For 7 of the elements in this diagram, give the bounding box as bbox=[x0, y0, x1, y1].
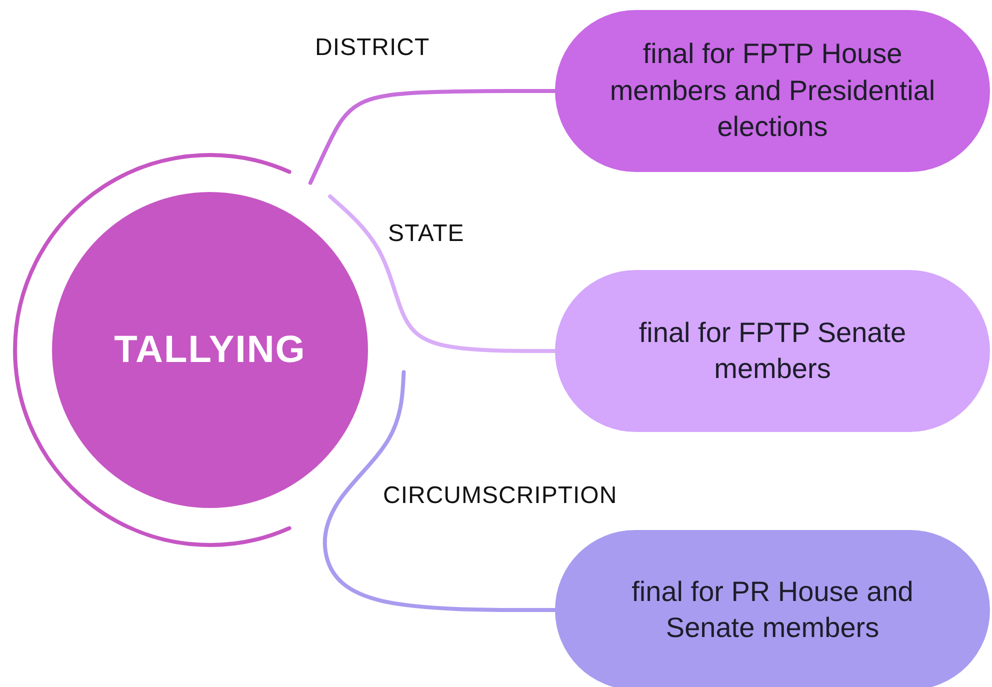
result-text: final for FPTP Senate members bbox=[638, 316, 908, 386]
connector-line bbox=[308, 89, 557, 185]
hub-title: TALLYING bbox=[114, 328, 306, 372]
result-text: final for PR House and Senate members bbox=[630, 574, 914, 645]
connector-line bbox=[322, 370, 557, 612]
connector-line bbox=[328, 194, 557, 353]
result-text: final for FPTP House members and Presidential elections bbox=[608, 37, 936, 144]
